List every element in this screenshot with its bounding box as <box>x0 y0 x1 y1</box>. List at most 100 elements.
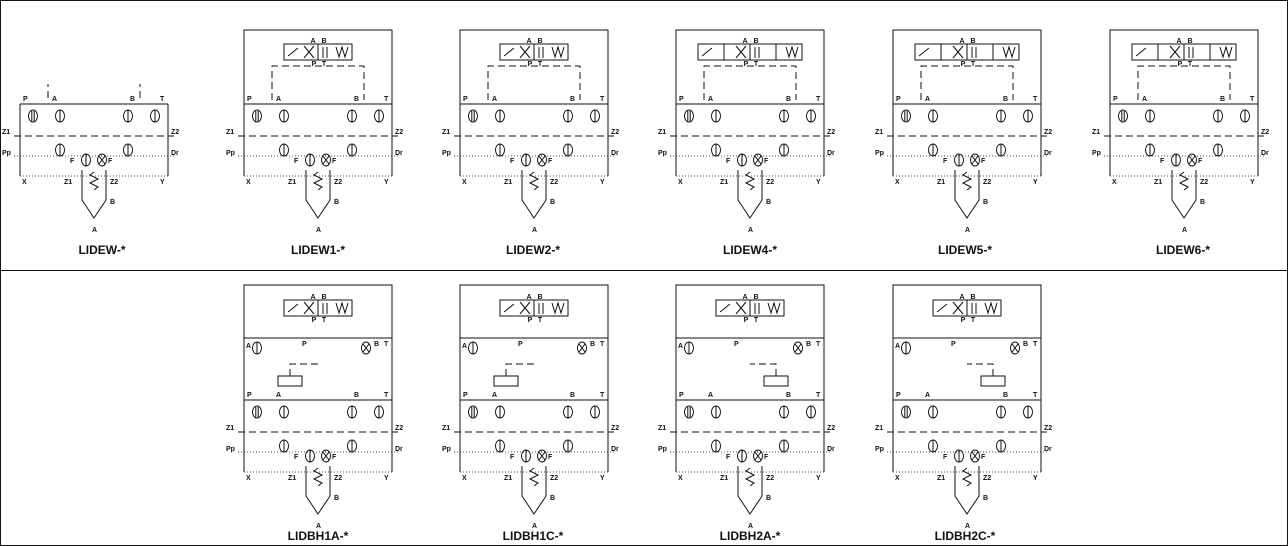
valve-p <box>252 109 262 123</box>
port-label-z2: Z2 <box>827 425 835 432</box>
port-label-z2-bottom: Z2 <box>1200 179 1208 186</box>
port-label-z1-bottom: Z1 <box>1154 179 1162 186</box>
valve-f-right <box>753 449 763 463</box>
port-label-x: X <box>678 475 683 482</box>
spring-symbol <box>767 301 781 315</box>
port-label-a-out: A <box>965 523 970 530</box>
spring-symbol <box>312 467 324 487</box>
line <box>971 155 979 165</box>
port-label-b: B <box>354 392 359 399</box>
port-label-y: Y <box>384 475 389 482</box>
pilot-channel <box>920 65 1014 100</box>
port-label-z1: Z1 <box>875 129 883 136</box>
port-label-z1-bottom: Z1 <box>937 475 945 482</box>
plate-port-t: T <box>816 341 821 348</box>
port-label-f-right: F <box>332 454 337 461</box>
pilot-housing <box>459 29 609 105</box>
port-label-a-out: A <box>748 227 753 234</box>
port-label-f-right: F <box>764 454 769 461</box>
port-label-p: P <box>247 96 252 103</box>
plate-port-p: P <box>951 341 956 348</box>
pilot-port-p: P <box>312 317 317 324</box>
cartridge-body <box>521 466 547 515</box>
pilot-port-p: P <box>961 317 966 324</box>
port-label-pp: Pp <box>2 150 11 157</box>
port-label-f-left: F <box>510 158 515 165</box>
caption-lidbh1a: LIDBH1A-* <box>288 529 349 543</box>
pilot-port-p: P <box>744 317 749 324</box>
port-label-dr: Dr <box>827 446 835 453</box>
cartridge-body <box>954 170 980 219</box>
cartridge-body <box>737 170 763 219</box>
spring-symbol <box>1178 171 1190 191</box>
caption-lidbh2c: LIDBH2C-* <box>935 529 996 543</box>
spring-symbol <box>744 467 756 487</box>
port-label-z1: Z1 <box>658 425 666 432</box>
port-label-t: T <box>160 96 165 103</box>
cartridge-body <box>1171 170 1197 219</box>
pilot-port-b: B <box>321 294 326 301</box>
port-label-x: X <box>678 179 683 186</box>
valve-p <box>468 109 478 123</box>
valve-f-right <box>321 449 331 463</box>
spring-symbol <box>961 171 973 191</box>
spring-symbol <box>88 171 100 191</box>
port-label-b-out: B <box>766 495 771 502</box>
port-label-z1: Z1 <box>442 425 450 432</box>
port-label-y: Y <box>384 179 389 186</box>
port-label-t: T <box>1033 96 1038 103</box>
port-label-f-left: F <box>726 454 731 461</box>
port-label-pp: Pp <box>442 446 451 453</box>
plate-port-b: B <box>374 341 379 348</box>
port-label-z2-bottom: Z2 <box>334 179 342 186</box>
line <box>1011 343 1019 353</box>
line <box>735 45 747 59</box>
port-label-b-out: B <box>983 199 988 206</box>
port-label-b: B <box>1220 96 1225 103</box>
port-label-b-out: B <box>110 199 115 206</box>
port-label-y: Y <box>1033 475 1038 482</box>
valve-f-right <box>970 153 980 167</box>
plate-port-p: P <box>734 341 739 348</box>
line <box>754 451 762 461</box>
port-label-b: B <box>130 96 135 103</box>
port-label-z1-bottom: Z1 <box>288 475 296 482</box>
line <box>952 301 964 315</box>
valve-p <box>684 109 694 123</box>
port-label-f-right: F <box>108 158 113 165</box>
pilot-channel <box>487 65 581 100</box>
port-label-z2: Z2 <box>1044 425 1052 432</box>
port-label-x: X <box>895 475 900 482</box>
valve-f-right <box>537 449 547 463</box>
shuttle-pilot-line <box>750 363 777 376</box>
port-label-f-right: F <box>764 158 769 165</box>
spring-symbol <box>1002 45 1016 59</box>
port-label-f-right: F <box>981 454 986 461</box>
port-label-z2-bottom: Z2 <box>766 179 774 186</box>
port-label-f-right: F <box>548 454 553 461</box>
line <box>538 451 546 461</box>
port-label-y: Y <box>1250 179 1255 186</box>
port-label-a-out: A <box>748 523 753 530</box>
valve-p <box>1118 109 1128 123</box>
pilot-port-b: B <box>753 294 758 301</box>
pilot-port-b: B <box>537 294 542 301</box>
plate-port-b: B <box>806 341 811 348</box>
shuttle-valve <box>277 375 303 387</box>
line <box>303 45 315 59</box>
port-label-z1-bottom: Z1 <box>937 179 945 186</box>
port-label-p: P <box>1113 96 1118 103</box>
port-label-b: B <box>570 392 575 399</box>
port-label-b-out: B <box>550 495 555 502</box>
port-label-z2: Z2 <box>611 129 619 136</box>
port-label-pp: Pp <box>226 150 235 157</box>
spring-symbol <box>1219 45 1233 59</box>
